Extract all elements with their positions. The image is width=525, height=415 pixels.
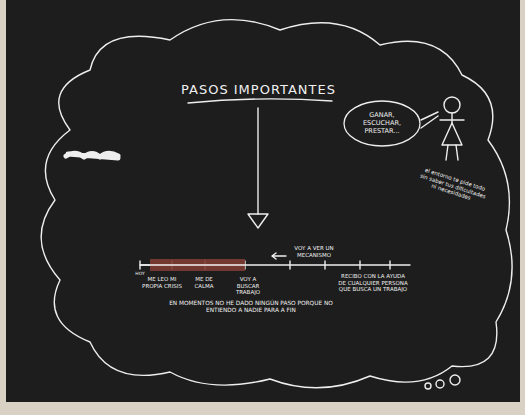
timeline-over-band — [140, 264, 245, 265]
title-underline — [188, 99, 332, 103]
timeline-step: ME LEO MI PROPIA CRISIS — [142, 276, 182, 289]
speech-bubble: GANAR, ESCUCHAR, PRESTAR... — [343, 100, 421, 147]
down-arrow-shaft — [257, 108, 258, 214]
stick-figure — [440, 97, 464, 160]
title: PASOS IMPORTANTES — [181, 82, 336, 98]
thought-cloud — [41, 20, 512, 388]
timeline-start: HOY — [131, 271, 149, 276]
chalkboard — [6, 0, 520, 402]
scribble — [66, 153, 118, 158]
figure-note: el entorno te pide todo sin saber tus di… — [417, 166, 490, 206]
speech-tail — [421, 112, 438, 128]
timeline-step: RECIBO CON LA AYUDA DE CUALQUIER PERSONA… — [338, 273, 408, 293]
bubble-text: GANAR, ESCUCHAR, PRESTAR... — [354, 111, 410, 135]
bubble-body: GANAR, ESCUCHAR, PRESTAR... — [354, 100, 410, 135]
down-arrow-head — [248, 214, 268, 228]
bottom-note: EN MOMENTOS NO HE DADO NINGÚN PASO PORQU… — [160, 300, 342, 314]
thought-dots — [425, 375, 460, 389]
timeline-step: VOY A VER UN MECANISMO — [292, 245, 336, 258]
timeline-step: VOY A BUSCAR TRABAJO — [228, 276, 268, 296]
timeline — [140, 264, 410, 265]
timeline-step: ME DE CALMA — [186, 276, 222, 289]
back-arrow — [272, 253, 286, 259]
